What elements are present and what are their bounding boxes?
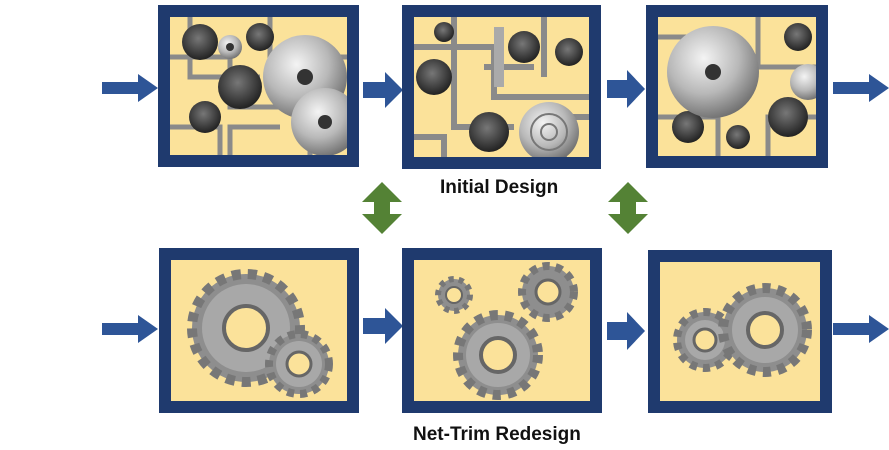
- gear-machinery-image: [170, 17, 347, 155]
- redesign-panel-2: [402, 248, 602, 413]
- flow-arrow-bottom-1: [363, 308, 403, 344]
- redesign-panel-3: [648, 250, 832, 413]
- flow-arrow-in-top: [102, 74, 158, 102]
- swap-arrow-right: [608, 182, 648, 234]
- gear-machinery-image: [658, 17, 816, 156]
- gear-icon: [435, 276, 473, 314]
- flow-arrow-top-1: [363, 72, 403, 108]
- gear-icon: [718, 283, 812, 377]
- gear-icon: [518, 262, 578, 322]
- initial-design-panel-3: [646, 5, 828, 168]
- net-trim-redesign-label: Net-Trim Redesign: [413, 424, 581, 445]
- sparse-gears-image: [414, 260, 590, 401]
- initial-design-panel-2: [402, 5, 601, 169]
- sparse-gears-image: [660, 262, 820, 401]
- flow-arrow-top-2: [607, 70, 645, 108]
- sparse-gears-image: [171, 260, 347, 401]
- swap-arrow-left: [362, 182, 402, 234]
- flow-arrow-out-bottom: [833, 315, 889, 343]
- gear-icon: [187, 269, 305, 387]
- flow-arrow-out-top: [833, 74, 889, 102]
- gear-icon: [453, 310, 543, 400]
- initial-design-panel-1: [158, 5, 359, 167]
- flow-arrow-in-bottom: [102, 315, 158, 343]
- gear-icon: [265, 330, 333, 398]
- flow-arrow-bottom-2: [607, 312, 645, 350]
- gear-machinery-image: [414, 17, 589, 157]
- initial-design-label: Initial Design: [440, 177, 559, 198]
- redesign-panel-1: [159, 248, 359, 413]
